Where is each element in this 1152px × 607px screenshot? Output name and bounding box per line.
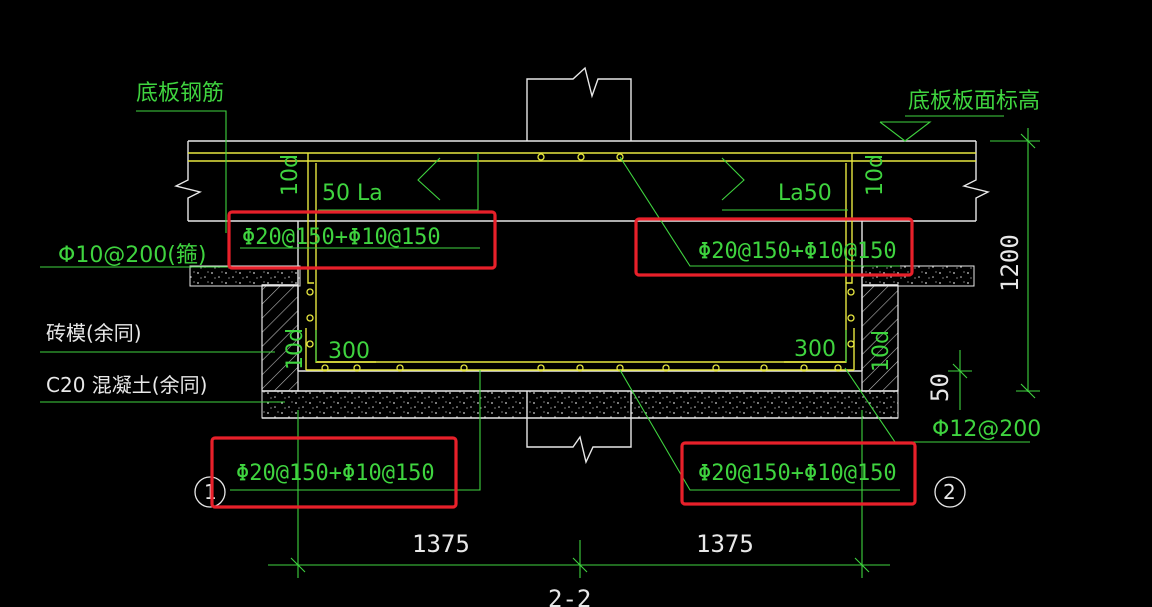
rebar-lines [188,152,976,371]
brick-form-left [261,284,299,392]
dim-cushion: 50 [926,373,954,402]
axis-right-label: 2 [943,480,956,504]
dimension-lines [268,128,1040,578]
highlight-top-right [634,217,914,277]
label-cushion-rebar: Φ12@200 [932,417,1041,442]
rebar-dots-walls [306,288,855,348]
label-hook-right: 300 [794,337,836,362]
dim-right: 1375 [696,530,754,558]
label-c20-concrete: C20 混凝土(余同) [46,373,207,397]
highlight-bottom-left [210,436,458,509]
highlight-boxes [210,210,917,509]
label-top-rebar-right: Φ20@150+Φ10@150 [698,239,897,264]
label-10d-lower-right: 10d [869,330,894,372]
label-bottom-rebar-right: Φ20@150+Φ10@150 [698,461,897,486]
highlight-top-left [227,210,497,270]
label-10d-upper-left: 10d [278,154,303,196]
dim-left: 1375 [412,530,470,558]
label-slab-top-elevation: 底板板面标高 [908,89,1040,114]
label-hook-left: 300 [328,339,370,364]
label-anchor-right: La50 [778,181,832,206]
highlight-bottom-right [680,441,917,506]
label-anchor-left: 50 La [322,181,383,206]
cushion-left [189,265,301,287]
label-bottom-slab-rebar: 底板钢筋 [136,81,224,106]
section-mark: 2-2 [548,585,591,607]
label-top-rebar-left: Φ20@150+Φ10@150 [242,225,441,250]
label-brick-form: 砖模(余同) [46,321,142,345]
label-bottom-rebar-left: Φ20@150+Φ10@150 [236,461,435,486]
cushion-bottom [261,390,899,419]
axis-bubbles [194,476,966,508]
label-stirrup: Φ10@200(箍) [58,243,206,268]
axis-left-label: 1 [204,480,217,504]
label-10d-lower-left: 10d [283,328,308,370]
rebar-dots-top [537,153,624,161]
label-10d-upper-right: 10d [863,154,888,196]
dim-height: 1200 [996,234,1024,292]
rebar-dots-bottom [321,364,842,372]
